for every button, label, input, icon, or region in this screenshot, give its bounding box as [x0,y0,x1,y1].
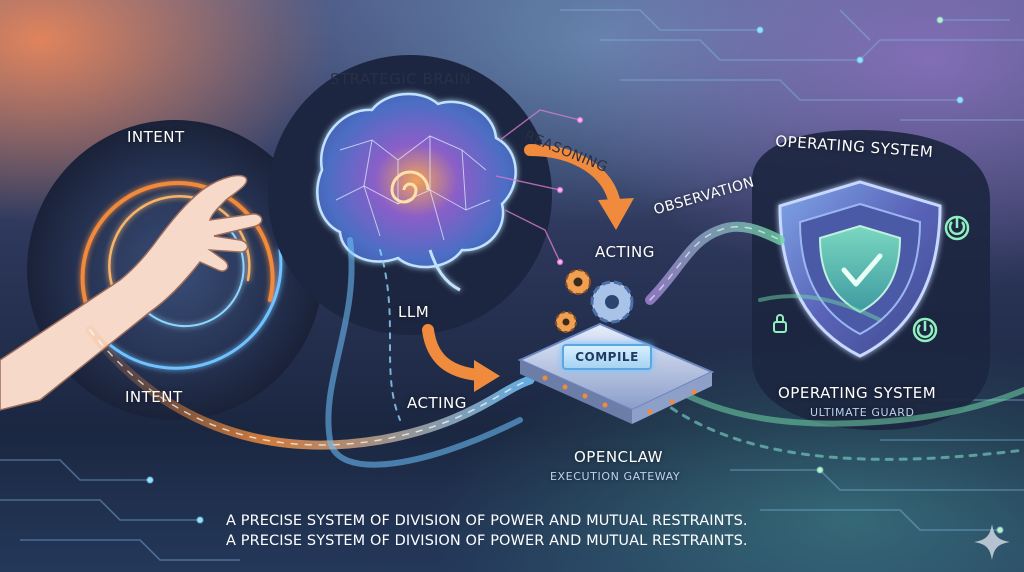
ultimate-guard-label: ULTIMATE GUARD [810,406,915,419]
power-icon [912,317,938,343]
openclaw-label: OPENCLAW [574,448,663,466]
caption-line-1: A PRECISE SYSTEM OF DIVISION OF POWER AN… [226,513,748,529]
intent-rings [80,181,283,370]
execution-gateway-label: EXECUTION GATEWAY [550,470,681,483]
checkmark-icon [841,253,883,287]
strategic-brain-label: STRATEGIC BRAIN [330,70,472,88]
reasoning-arrow [524,144,634,230]
shield-icon [778,180,942,358]
acting-top-label: ACTING [595,243,655,261]
acting-arrow [422,324,500,392]
caption-line-2: A PRECISE SYSTEM OF DIVISION OF POWER AN… [226,533,748,549]
lock-icon [773,314,787,333]
intent-top-label: INTENT [127,128,185,146]
gear-icon [555,311,577,333]
os-bottom-label: OPERATING SYSTEM [778,384,937,402]
gear-icon [590,280,634,324]
chip-icon [517,322,715,424]
neural-connections [495,109,584,266]
acting-bottom-label: ACTING [407,394,467,412]
compile-label: COMPILE [562,344,652,370]
flow-ribbons [85,221,1024,468]
hand-icon [0,174,263,411]
llm-label: LLM [398,303,430,321]
intent-bottom-label: INTENT [125,388,183,406]
power-icon [944,215,970,241]
sparkle-icon [974,524,1010,560]
gear-icon [565,269,591,295]
